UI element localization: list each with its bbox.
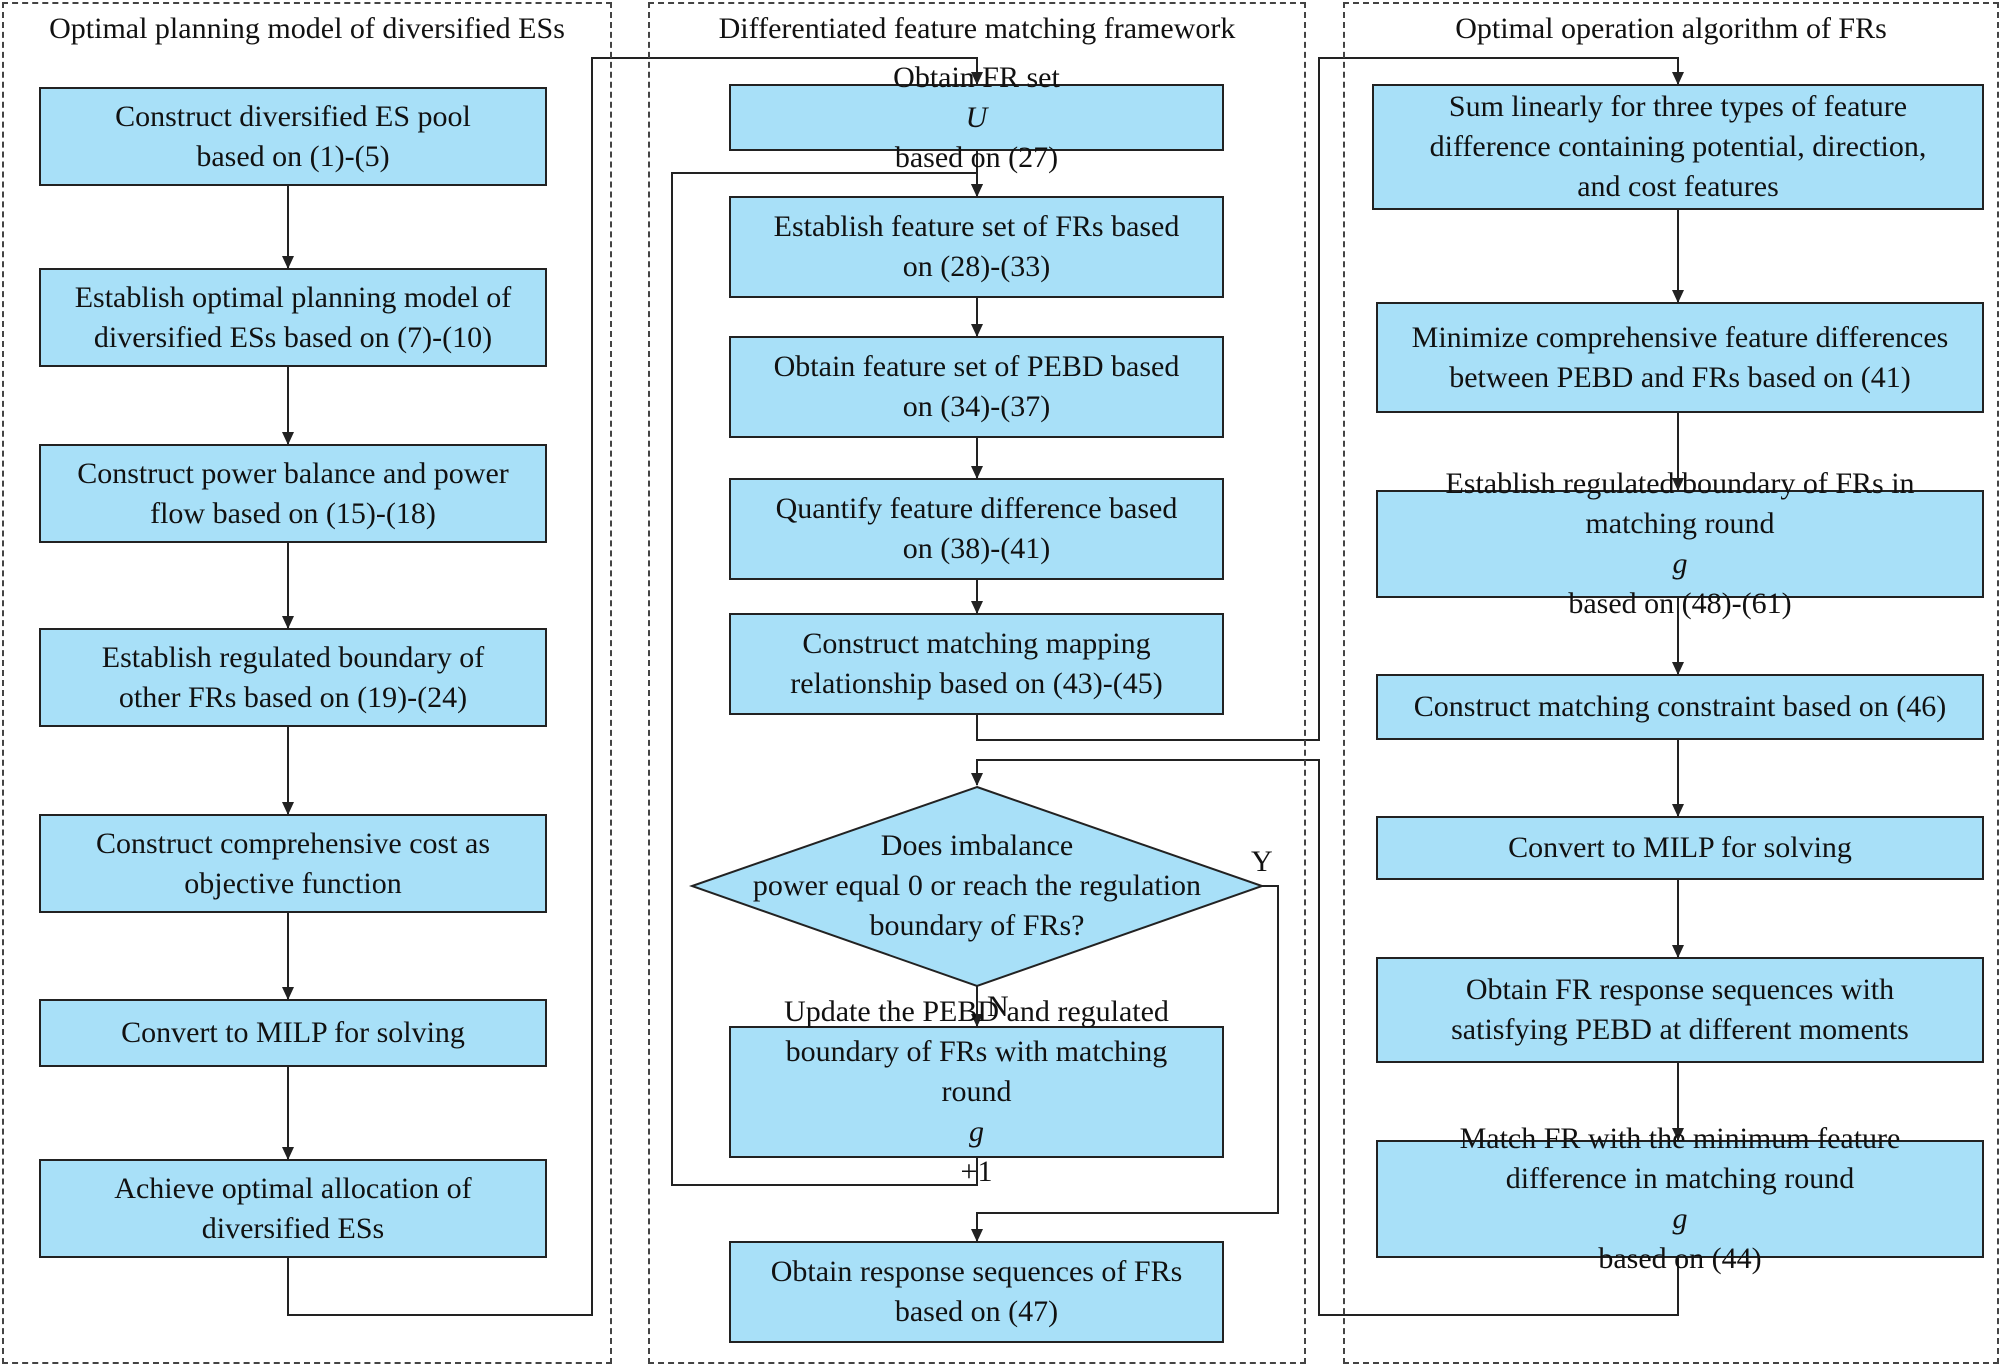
- panel-left: [2, 2, 612, 1364]
- connector-decision-yes: [971, 885, 1279, 1242]
- decision-text: Does imbalance power equal 0 or reach th…: [752, 829, 1202, 942]
- decision-no-label: N: [987, 990, 1009, 1023]
- right-step-5: Convert to MILP for solving: [1376, 816, 1984, 880]
- right-step-2: Minimize comprehensive feature differenc…: [1376, 302, 1984, 413]
- connector-loop-back: [671, 172, 983, 1186]
- mid-step-6: Update the PEBD and regulated boundary o…: [729, 995, 1224, 1188]
- right-step-3: Establish regulated boundary of FRs in m…: [1376, 467, 1984, 620]
- right-step-7: Match FR with the minimum feature differ…: [1376, 1122, 1984, 1275]
- decision-yes-label: Y: [1251, 845, 1273, 878]
- panel-middle: [648, 2, 1306, 1364]
- connector-middle-to-right: [976, 57, 1684, 741]
- panel-title-left: Optimal planning model of diversified ES…: [49, 12, 565, 45]
- panel-title-middle: Differentiated feature matching framewor…: [718, 12, 1236, 45]
- decision-diamond: [688, 785, 1266, 988]
- right-step-4: Construct matching constraint based on (…: [1376, 674, 1984, 740]
- left-step-6: Convert to MILP for solving: [39, 999, 547, 1067]
- mid-step-1: Obtain FR set U based on (27): [729, 61, 1224, 174]
- connector-left-to-middle: [287, 57, 983, 1316]
- connector-right-to-decision: [971, 759, 1679, 1316]
- panel-right: [1343, 2, 1999, 1364]
- panel-title-right: Optimal operation algorithm of FRs: [1455, 12, 1887, 45]
